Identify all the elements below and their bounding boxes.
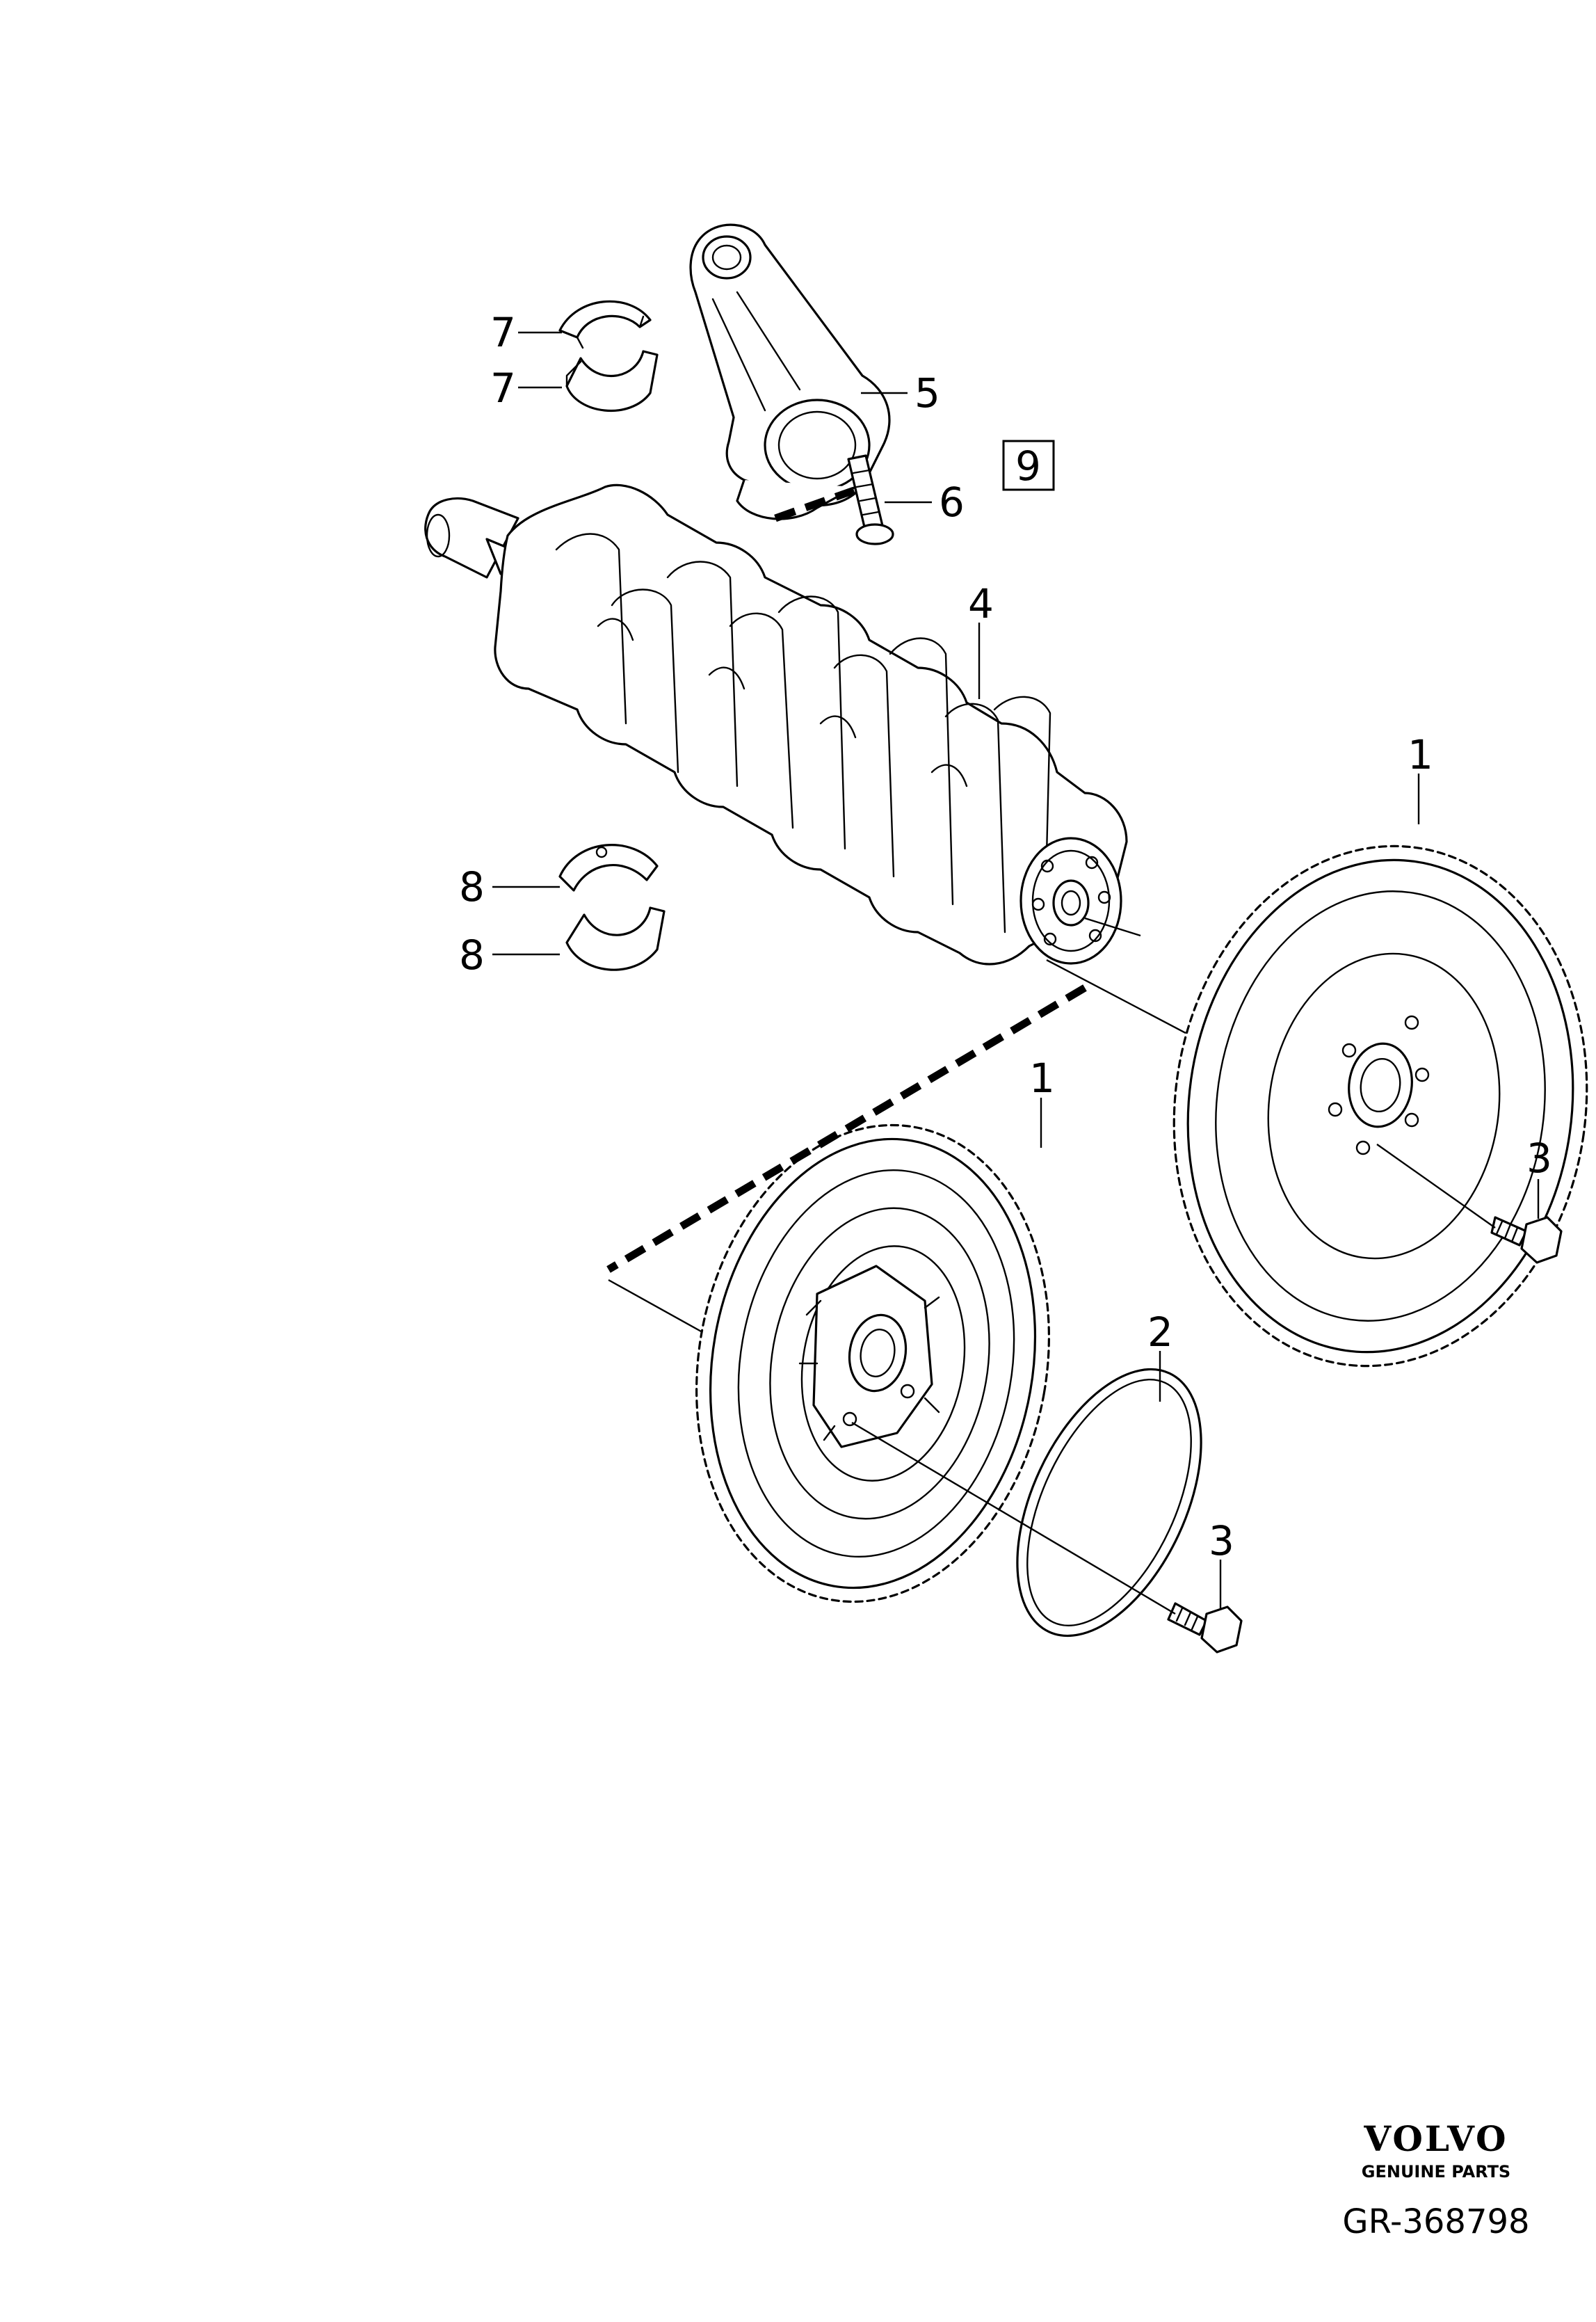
callout-5: 5 [914,369,940,417]
callout-3-upper: 3 [1526,1135,1552,1182]
callout-2: 2 [1147,1308,1173,1356]
assembly-line-flywheel-bolt [1376,1144,1496,1228]
assembly-line-dm-bolt [851,1421,1176,1615]
connecting-rod[interactable] [689,223,891,520]
genuine-parts-text: GENUINE PARTS [1362,2162,1510,2181]
callout-3-lower: 3 [1209,1517,1234,1564]
callout-leaders [492,331,1540,1608]
alternative-assembly-line-flywheel [606,984,1087,1273]
rod-bolt[interactable] [847,454,894,545]
volvo-logo-text: VOLVO [1363,2118,1508,2159]
flywheel-standard[interactable] [1141,819,1596,1393]
callout-1-standard-flywheel: 1 [1408,731,1433,778]
main-bearing-shell-lower[interactable] [565,906,666,971]
seal-ring[interactable] [980,1341,1239,1665]
assembly-line-dual-mass [608,1279,703,1334]
flywheel-dual-mass[interactable] [660,1097,1086,1630]
callout-7-upper: 7 [490,309,516,356]
drawing-number: GR-368798 [1342,2202,1529,2241]
callout-4: 4 [968,580,994,627]
callout-7-lower: 7 [490,365,516,412]
callout-8-upper: 8 [459,863,485,911]
callout-8-lower: 8 [459,931,485,979]
alternative-assembly-line-rod [774,486,855,522]
rod-bearing-shell-upper[interactable] [558,300,652,349]
flywheel-bolt-lower[interactable] [1167,1602,1243,1654]
crankshaft[interactable] [424,483,1128,966]
callout-1-dual-mass-flywheel: 1 [1029,1055,1055,1102]
assembly-line-crank-flywheel [1046,959,1186,1034]
main-bearing-shell-upper[interactable] [558,844,659,892]
assembly-line-crank-bore [1084,917,1141,937]
callout-6: 6 [939,479,965,526]
rod-bearing-shell-lower[interactable] [565,350,659,412]
flywheel-bolt-upper[interactable] [1490,1216,1563,1264]
reference-box-9 [1002,440,1055,491]
callout-9: 9 [1015,442,1041,490]
